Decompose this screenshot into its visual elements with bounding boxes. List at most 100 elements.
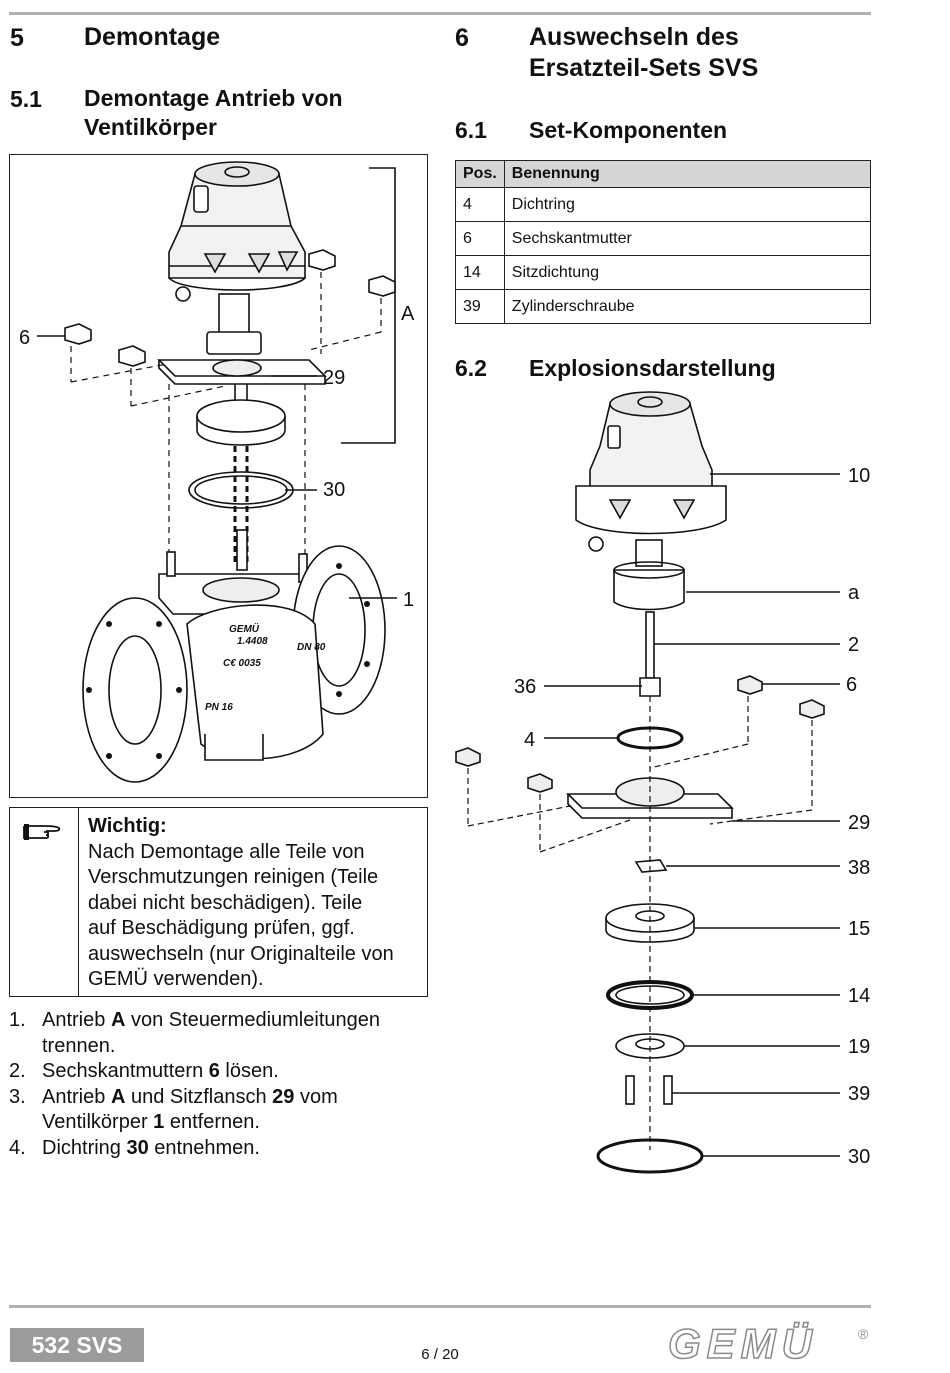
step-text: Sechskantmuttern — [42, 1060, 209, 1082]
exploded-view-drawing: 10 a 2 36 6 4 29 38 15 14 19 39 30 — [455, 391, 870, 1174]
section51-title-line1: Demontage Antrieb von — [84, 85, 343, 111]
exp-label-36: 36 — [514, 676, 536, 698]
nut-2 — [118, 345, 146, 367]
table-header-row: Pos. Benennung — [455, 160, 872, 188]
label-30: 30 — [323, 479, 345, 501]
note-text: Wichtig: Nach Demontage alle Teile von V… — [88, 814, 423, 993]
exp-label-6: 6 — [846, 674, 857, 696]
section51-title: Demontage Antrieb von Ventilkörper — [84, 84, 343, 142]
exp-label-14: 14 — [848, 985, 870, 1007]
col-name-header: Benennung — [503, 160, 872, 188]
label-29: 29 — [323, 367, 345, 389]
exp-label-15: 15 — [848, 918, 870, 940]
cell-pos: 39 — [455, 289, 505, 324]
left-flange — [82, 597, 188, 783]
note-icon-cell — [10, 808, 79, 996]
exp-label-19: 19 — [848, 1036, 870, 1058]
step-number: 1. — [9, 1009, 26, 1031]
section6-title-line2: Ersatzteil-Sets SVS — [529, 54, 759, 82]
note-line-1: Nach Demontage alle Teile von — [88, 840, 365, 863]
cell-pos: 14 — [455, 255, 505, 290]
exp-label-30: 30 — [848, 1146, 870, 1168]
step-text: entfernen. — [164, 1111, 260, 1133]
disassembly-drawing: GEMÜ 1.4408 DN 80 C€ 0035 PN 16 6 A 29 3… — [19, 161, 415, 783]
step-number: 4. — [9, 1136, 26, 1159]
step-number: 3. — [9, 1085, 26, 1108]
step-item: 1. Antrieb A von Steuermediumleitungen tr… — [9, 1008, 419, 1059]
step-text: von Steuermediumleitungen trennen. — [42, 1009, 380, 1057]
registered-mark: ® — [858, 1326, 869, 1342]
body-mark-gemu: GEMÜ — [229, 622, 260, 635]
exp-label-29: 29 — [848, 812, 870, 834]
step-item: 4.Dichtring 30 entnehmen. — [9, 1136, 419, 1162]
bottom-rule — [9, 1305, 871, 1308]
cell-name: Dichtring — [503, 187, 872, 222]
note-heading: Wichtig: — [88, 815, 167, 837]
note-line-4: auf Beschädigung prüfen, ggf. — [88, 917, 355, 939]
step-text: Dichtring — [42, 1136, 127, 1159]
cell-pos: 6 — [455, 221, 505, 256]
note-line-3: dabei nicht beschädigen). Teile — [88, 891, 363, 914]
exp-stem — [645, 611, 655, 679]
section6-title-line1: Auswechseln des — [529, 23, 739, 51]
step-item: 2.Sechskantmuttern 6 lösen. — [9, 1059, 419, 1085]
exp-label-10: 10 — [848, 465, 870, 487]
cell-name: Sitzdichtung — [503, 255, 872, 290]
step-reference: A — [110, 1009, 126, 1031]
gemu-logo: GEMÜ ® — [667, 1320, 869, 1367]
exp-label-38: 38 — [848, 857, 870, 879]
cell-name: Zylinderschraube — [503, 289, 872, 324]
exp-nut-1 — [737, 675, 763, 695]
step-text: lösen. — [219, 1060, 279, 1082]
exp-part-a — [613, 569, 685, 611]
exp-label-39: 39 — [848, 1083, 870, 1105]
step-text: vom Ventilkörper — [42, 1085, 338, 1134]
exp-label-a: a — [848, 582, 860, 604]
page-number: 6 / 20 — [421, 1346, 459, 1363]
nut-3 — [308, 249, 336, 271]
exp-label-4: 4 — [524, 729, 535, 751]
body-mark-dn: DN 80 — [297, 642, 326, 653]
section62-number: 6.2 — [455, 355, 487, 381]
cell-name: Sechskantmutter — [503, 221, 872, 256]
cell-pos: 4 — [455, 187, 505, 222]
note-line-6: GEMÜ verwenden). — [88, 968, 264, 990]
step-item: 3. Antrieb A und Sitzflansch 29 vom Venti… — [9, 1085, 419, 1136]
note-line-2: Verschmutzungen reinigen (Teile — [88, 866, 379, 888]
section6-number: 6 — [455, 24, 469, 52]
body-mark-pn: PN 16 — [205, 702, 233, 713]
product-badge: 532 SVS — [10, 1328, 144, 1362]
pointing-hand-icon — [23, 824, 61, 840]
exp-label-2: 2 — [848, 634, 859, 656]
section62-title: Explosionsdarstellung — [529, 355, 776, 381]
col-pos-header: Pos. — [455, 160, 505, 188]
top-rule — [9, 12, 871, 15]
bracket-a — [341, 167, 396, 444]
exp-nut-3 — [455, 747, 481, 767]
body-mark-ce: C€ 0035 — [223, 658, 261, 669]
section5-number: 5 — [10, 24, 24, 52]
section6-title: Auswechseln des Ersatzteil-Sets SVS — [529, 22, 758, 84]
step-text: Antrieb — [42, 1085, 111, 1108]
label-1: 1 — [403, 589, 414, 611]
section5-title: Demontage — [84, 23, 221, 51]
step-reference: 29 — [272, 1085, 295, 1108]
important-note: Wichtig: Nach Demontage alle Teile von V… — [9, 807, 428, 997]
step-reference: 1 — [153, 1111, 165, 1133]
step-text: und Sitzflansch — [125, 1085, 273, 1108]
step-text: Antrieb — [42, 1009, 111, 1031]
label-a: A — [401, 303, 415, 325]
section61-title: Set-Komponenten — [529, 117, 728, 143]
section61-number: 6.1 — [455, 117, 487, 143]
section51-number: 5.1 — [10, 86, 42, 112]
section51-title-line2: Ventilkörper — [84, 114, 217, 140]
exp-nut-4 — [527, 773, 553, 793]
step-reference: 6 — [208, 1060, 220, 1082]
step-reference: A — [110, 1085, 126, 1108]
exp-nut-2 — [799, 699, 825, 719]
gemu-logo-text: GEMÜ — [667, 1320, 818, 1367]
